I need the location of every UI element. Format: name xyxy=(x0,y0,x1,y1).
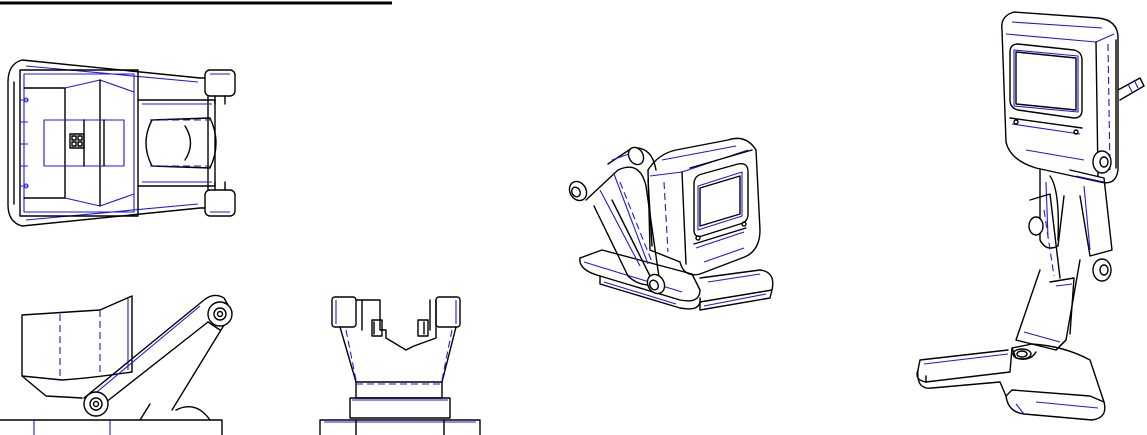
front-view xyxy=(319,296,481,435)
side-view xyxy=(0,294,233,435)
top-view xyxy=(7,59,236,227)
isometric-view-tilted xyxy=(568,137,774,311)
isometric-view-raised xyxy=(916,11,1145,421)
